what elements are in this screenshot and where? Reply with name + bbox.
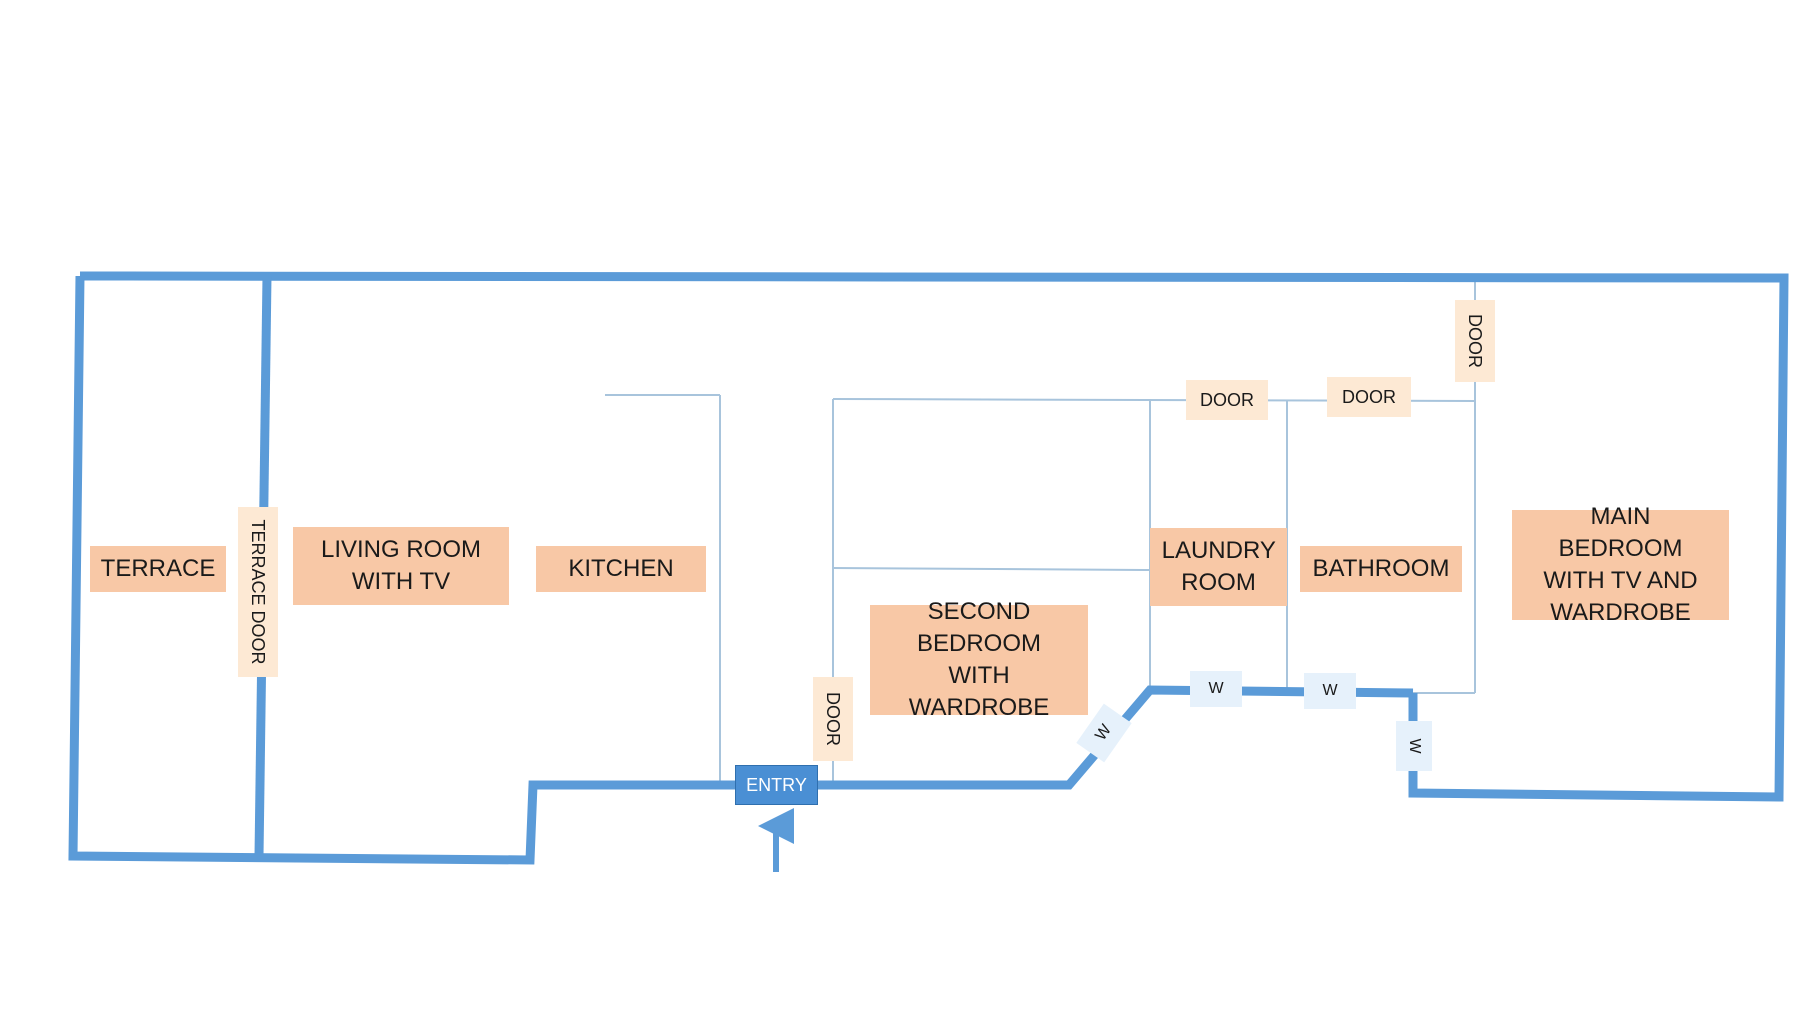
- room-second-bedroom-label: SECOND BEDROOM WITH WARDROBE: [908, 598, 1050, 721]
- room-terrace: TERRACE: [90, 546, 226, 592]
- bathroom-door-label: DOOR: [1342, 386, 1396, 407]
- second-bedroom-door-label: DOOR: [823, 692, 844, 746]
- window-bathroom-label: W: [1322, 682, 1338, 699]
- room-living-label: LIVING ROOM WITH TV: [320, 536, 482, 595]
- main-bedroom-door-label: DOOR: [1465, 314, 1486, 368]
- terrace-door-label: TERRACE DOOR: [248, 519, 269, 665]
- window-main-bedroom: W: [1396, 721, 1432, 771]
- room-kitchen: KITCHEN: [536, 546, 706, 592]
- window-main-bedroom-label: W: [1406, 738, 1423, 754]
- entry-label: ENTRY: [746, 774, 807, 795]
- room-living: LIVING ROOM WITH TV: [293, 527, 509, 605]
- room-laundry-label: LAUNDRY ROOM: [1161, 537, 1276, 596]
- room-kitchen-label: KITCHEN: [568, 555, 674, 582]
- laundry-door: DOOR: [1186, 380, 1268, 420]
- room-second-bedroom: SECOND BEDROOM WITH WARDROBE: [870, 598, 1088, 721]
- window-laundry-label: W: [1208, 680, 1224, 697]
- room-laundry: LAUNDRY ROOM: [1150, 528, 1287, 606]
- window-laundry: W: [1190, 671, 1242, 707]
- laundry-door-label: DOOR: [1200, 389, 1254, 410]
- main-bedroom-door: DOOR: [1455, 300, 1495, 382]
- terrace-door: TERRACE DOOR: [238, 507, 278, 677]
- room-main-bedroom-label: MAIN BEDROOM WITH TV AND WARDROBE: [1543, 503, 1698, 626]
- room-bathroom: BATHROOM: [1300, 546, 1462, 592]
- room-terrace-label: TERRACE: [100, 555, 216, 582]
- room-main-bedroom: MAIN BEDROOM WITH TV AND WARDROBE: [1512, 503, 1729, 626]
- second-bedroom-door: DOOR: [813, 677, 853, 761]
- entry-button[interactable]: ENTRY: [735, 765, 818, 805]
- room-bathroom-label: BATHROOM: [1312, 555, 1450, 582]
- bathroom-door: DOOR: [1327, 377, 1411, 417]
- window-bathroom: W: [1304, 673, 1356, 709]
- window-diagonal-label: W: [1092, 721, 1115, 744]
